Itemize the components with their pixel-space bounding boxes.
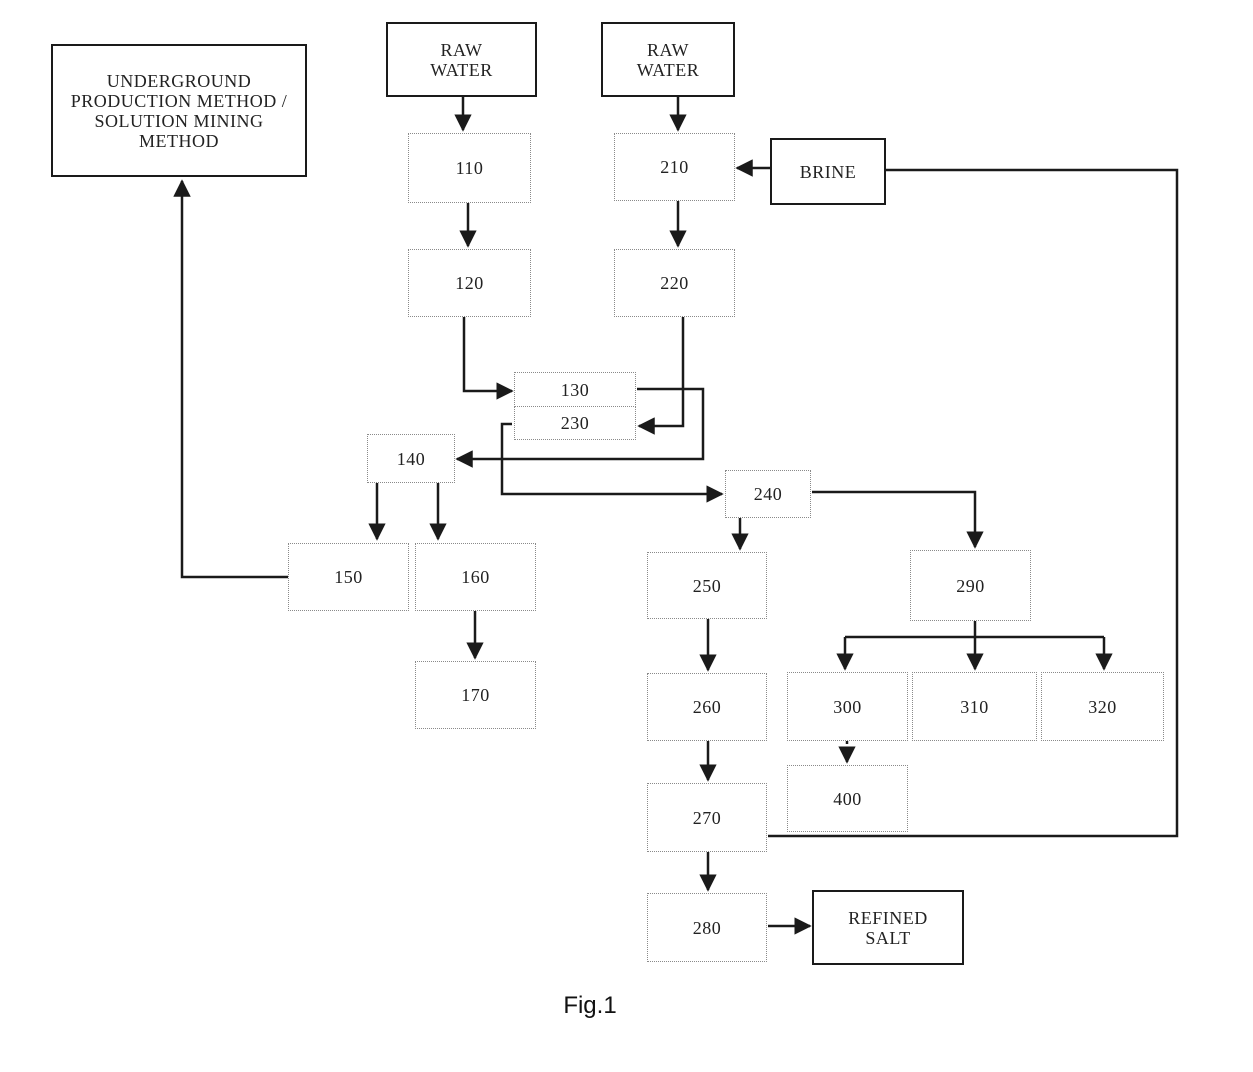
underground-production-box: UNDERGROUND PRODUCTION METHOD / SOLUTION… <box>51 44 307 177</box>
step-130-box: 130 <box>514 372 636 407</box>
step-140-box: 140 <box>367 434 455 483</box>
step-270-box: 270 <box>647 783 767 852</box>
step-220-box: 220 <box>614 249 735 317</box>
step-110-box: 110 <box>408 133 531 203</box>
step-250-box: 250 <box>647 552 767 619</box>
edge-220-to-230 <box>639 317 683 426</box>
refined-salt-box: REFINED SALT <box>812 890 964 965</box>
step-260-box: 260 <box>647 673 767 741</box>
figure-caption: Fig.1 <box>540 992 640 1020</box>
step-320-box: 320 <box>1041 672 1164 741</box>
step-240-box: 240 <box>725 470 811 518</box>
edge-240-to-290 <box>812 492 975 547</box>
step-150-box: 150 <box>288 543 409 611</box>
step-160-box: 160 <box>415 543 536 611</box>
step-280-box: 280 <box>647 893 767 962</box>
step-310-box: 310 <box>912 672 1037 741</box>
edge-150-to-underground <box>182 181 288 577</box>
step-170-box: 170 <box>415 661 536 729</box>
step-120-box: 120 <box>408 249 531 317</box>
brine-box: BRINE <box>770 138 886 205</box>
step-400-box: 400 <box>787 765 908 832</box>
step-300-box: 300 <box>787 672 908 741</box>
raw-water-box-1: RAW WATER <box>386 22 537 97</box>
raw-water-box-2: RAW WATER <box>601 22 735 97</box>
step-230-box: 230 <box>514 406 636 440</box>
step-290-box: 290 <box>910 550 1031 621</box>
step-210-box: 210 <box>614 133 735 201</box>
edge-120-to-130 <box>464 317 512 391</box>
